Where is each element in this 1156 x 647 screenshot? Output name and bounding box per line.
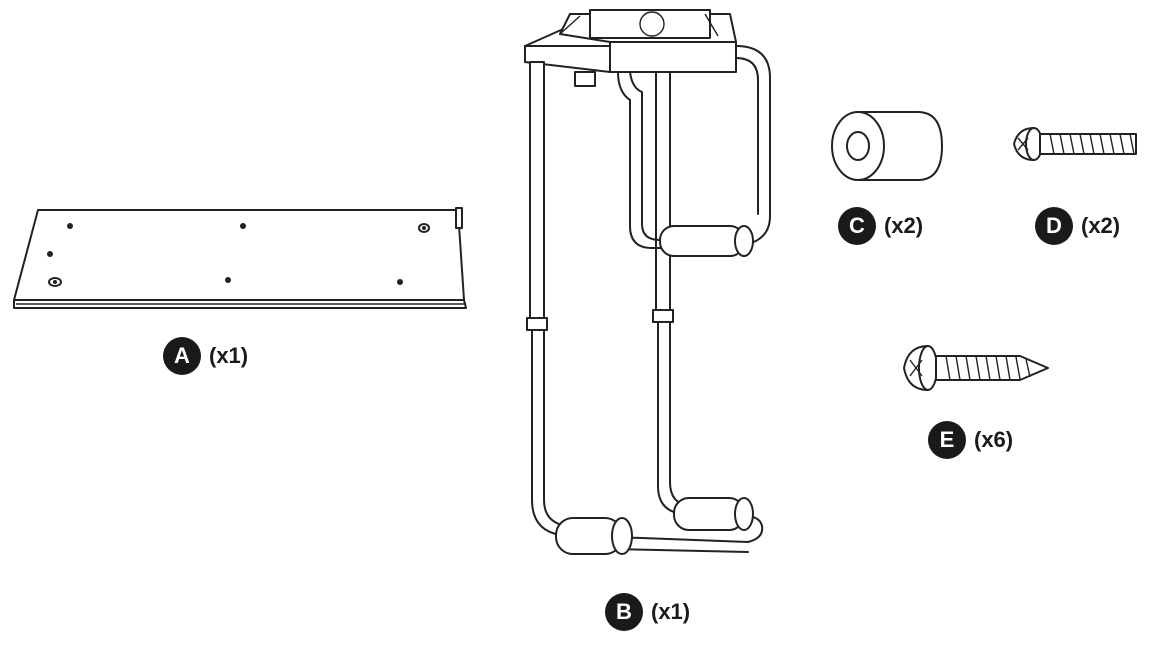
mounting-plate-drawing	[13, 207, 467, 309]
part-a-label: A (x1)	[163, 336, 248, 376]
cpu-holder-frame-drawing	[524, 9, 771, 555]
part-a-quantity: (x1)	[209, 343, 249, 368]
part-c-quantity: (x2)	[884, 213, 924, 238]
part-c-label: C (x2)	[838, 206, 923, 246]
part-a-badge: A	[163, 337, 201, 375]
part-d-quantity: (x2)	[1081, 213, 1121, 238]
part-e-quantity: (x6)	[974, 427, 1014, 452]
part-d-badge: D	[1035, 207, 1073, 245]
part-b-badge: B	[605, 593, 643, 631]
part-c-badge: C	[838, 207, 876, 245]
part-b-label: B (x1)	[605, 592, 690, 632]
machine-screw-drawing	[1013, 127, 1137, 161]
part-e-label: E (x6)	[928, 420, 1013, 460]
part-d-label: D (x2)	[1035, 206, 1120, 246]
part-e-badge: E	[928, 421, 966, 459]
spacer-drawing	[831, 111, 943, 181]
wood-screw-drawing	[903, 345, 1049, 391]
part-b-quantity: (x1)	[651, 599, 691, 624]
